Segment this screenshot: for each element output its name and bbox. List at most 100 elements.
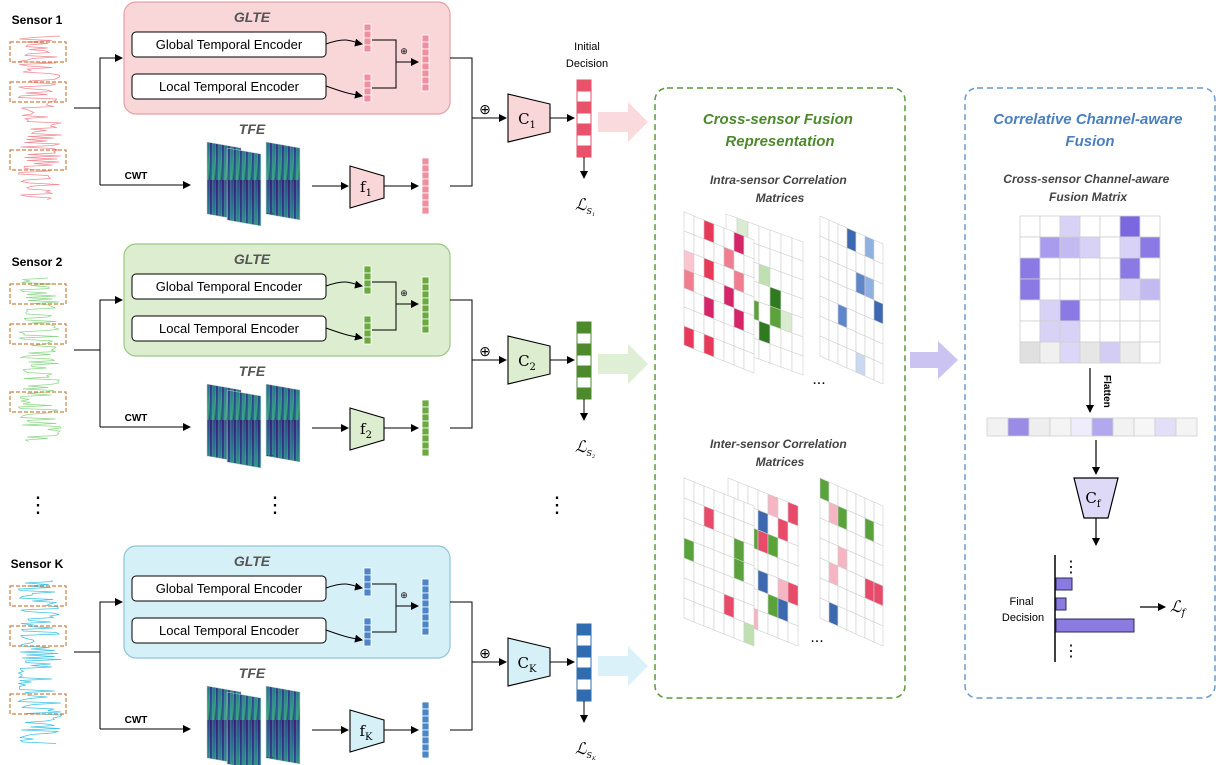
vector-cell [421, 620, 430, 629]
fusion-matrix-cell [1139, 236, 1161, 259]
c-classifier[interactable] [507, 335, 551, 385]
matrix-cell [767, 613, 779, 639]
inter-label-2: Matrices [756, 455, 805, 469]
fusion-matrix-cell [1019, 257, 1041, 280]
matrix-cell [713, 337, 725, 362]
matrix-cell [819, 335, 830, 361]
fusion-matrix-cell [1039, 299, 1061, 322]
local-encoder-box-label: Local Temporal Encoder [159, 321, 300, 336]
vector-cell [363, 44, 372, 53]
vector-cell [363, 265, 372, 274]
fusion-matrix-cell [1139, 215, 1161, 238]
fusion-matrix-cell [1139, 320, 1161, 343]
vector-cell [421, 164, 430, 173]
sensor-loss-symbol: ℒ [575, 437, 587, 456]
global-encoder-box-label: Global Temporal Encoder [156, 581, 303, 596]
initial-decision-1: Initial [574, 41, 600, 53]
cf-classifier[interactable] [1073, 477, 1119, 519]
vector-cell [421, 185, 430, 194]
vector-cell [421, 83, 430, 92]
vector-cell [421, 69, 430, 78]
flattened-vector [986, 417, 1198, 437]
sensor-loss-symbol: ℒ [575, 739, 587, 758]
vector-cell [421, 722, 430, 731]
fusion-matrix-cell [1059, 215, 1081, 238]
vector-cell [421, 206, 430, 215]
c-classifier-sub: 2 [530, 362, 536, 373]
matrix-cell [723, 613, 735, 639]
local-encoder-box-label: Local Temporal Encoder [159, 79, 300, 94]
fusion-matrix-label-2: Fusion Matrix [1049, 190, 1128, 204]
svg-text:Final Decision: Final Decision [1002, 596, 1044, 624]
vector-cell [421, 399, 430, 408]
sensor-loss-subsub: 2 [591, 454, 595, 460]
svg-text:Intra-sensor Correlation: Intra-sensor Correlation Matrices [710, 173, 850, 205]
f-encoder[interactable] [349, 709, 385, 753]
vector-cell [363, 329, 372, 338]
decision-cell [576, 343, 592, 356]
decision-bar [1055, 618, 1135, 633]
c-classifier[interactable] [507, 93, 551, 143]
window-box [9, 323, 67, 345]
fusion-matrix-cell [1059, 278, 1081, 301]
cross-sensor-fusion-panel: Cross-sensor Fusion Representation Intra… [654, 87, 906, 699]
to-glte-arrow [99, 296, 123, 427]
spectrogram-ellipsis: ... [266, 448, 274, 459]
flat-cell [1175, 417, 1198, 437]
intra-ellipsis: ... [812, 371, 825, 388]
fusion-matrix-cell [1119, 341, 1141, 364]
signal-waveform [17, 579, 63, 744]
matrix-cell [703, 605, 715, 631]
vector-cell [363, 315, 372, 324]
matrix-cell [864, 355, 875, 381]
flat-cell [1154, 417, 1177, 437]
global-encoder-box[interactable] [131, 31, 327, 58]
concat-oplus: ⊕ [479, 101, 491, 117]
spectrogram-frame [265, 383, 301, 463]
decision-cell [576, 112, 592, 125]
decision-bar [1055, 597, 1067, 611]
svg-text:Cross-sensor Channel-aware: Cross-sensor Channel-aware Fusion Matrix [1003, 172, 1172, 204]
c-classifier[interactable] [507, 637, 551, 687]
window-box [9, 391, 67, 413]
glte-output-vector [421, 276, 430, 334]
window-box [9, 693, 67, 715]
global-encoder-box[interactable] [131, 273, 327, 300]
inter-ellipsis: ... [810, 629, 823, 646]
ellipsis-row: ⋮ ⋮ ⋮ [27, 492, 568, 517]
f-encoder[interactable] [349, 165, 385, 209]
vector-cell [421, 592, 430, 601]
vector-cell [363, 336, 372, 345]
glte-output-vector [421, 34, 430, 92]
vector-cell [421, 448, 430, 457]
flat-cell [1007, 417, 1030, 437]
flat-cell [1091, 417, 1114, 437]
vector-cell [363, 272, 372, 281]
f-encoder[interactable] [349, 407, 385, 451]
fusion-matrix-cell [1099, 341, 1121, 364]
local-feature-vector [363, 617, 372, 647]
sensor-loss-sub: S [587, 449, 593, 458]
global-encoder-box[interactable] [131, 575, 327, 602]
spectrogram-ellipsis: ... [266, 206, 274, 217]
vector-cell [421, 441, 430, 450]
window-box [9, 149, 67, 171]
flatten-label: Flatten [1101, 375, 1112, 408]
matrix-cell [837, 605, 848, 631]
f-encoder-label: f [359, 722, 366, 740]
f-encoder-label: f [360, 420, 367, 438]
global-flow-arrow [325, 280, 363, 289]
sensor-loss-sub: S [587, 207, 593, 216]
vector-cell [421, 578, 430, 587]
cwt-label: CWT [125, 413, 148, 424]
c-classifier-label: C [518, 110, 529, 128]
spectrogram-frame [226, 691, 262, 765]
flat-cell [1028, 417, 1051, 437]
matrix-cell [846, 609, 857, 635]
vector-cell [421, 413, 430, 422]
vector-cell [421, 743, 430, 752]
fusion-matrix-cell [1099, 215, 1121, 238]
decision-bar [1055, 577, 1073, 591]
